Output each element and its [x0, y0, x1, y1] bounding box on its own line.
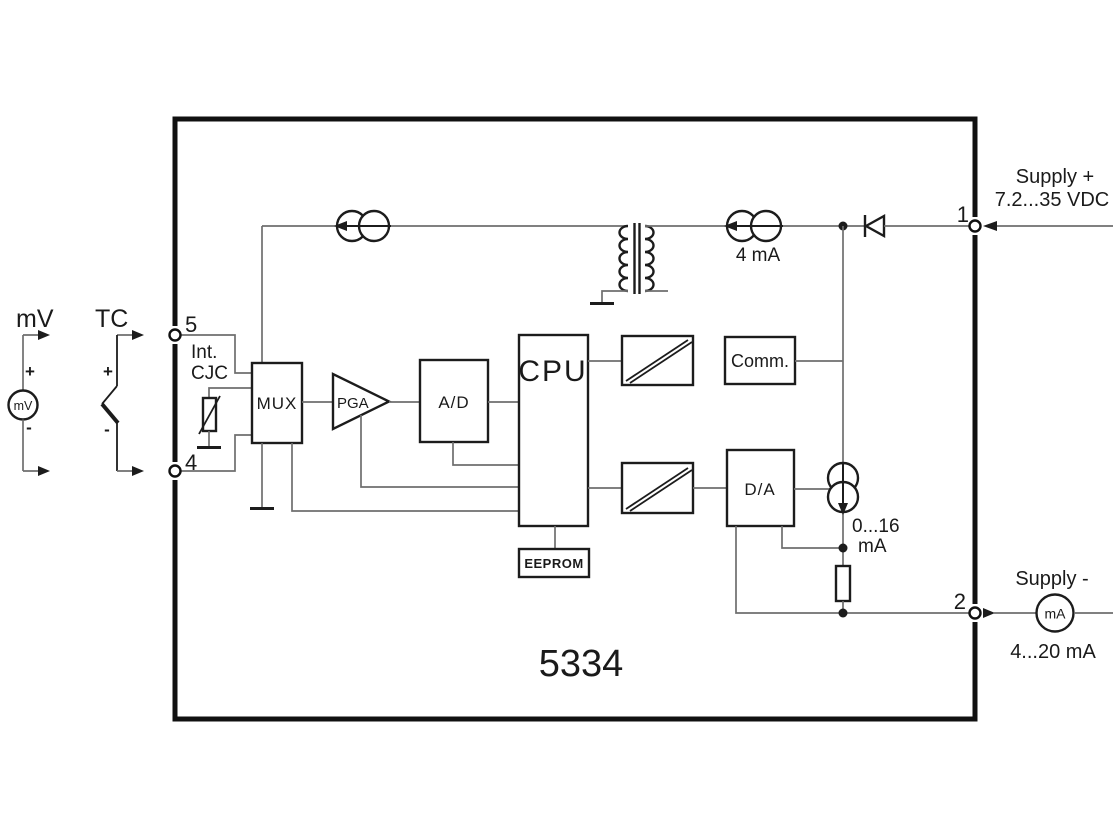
eeprom-block: [517, 547, 591, 579]
diode-triangle: [863, 213, 886, 239]
terminal-5-label: 5: [185, 312, 197, 337]
arrow-right-icon: [132, 330, 144, 340]
current-source-input-icon: [334, 209, 391, 243]
model-number: 5334: [539, 643, 624, 685]
arrow-right-icon: [38, 330, 50, 340]
terminal-5: [168, 328, 182, 342]
cjc-sensor: Int. CJC: [191, 342, 252, 449]
supply-minus-label: Supply -: [1015, 568, 1088, 590]
diode-icon: [863, 213, 886, 239]
isolator-diagonal: [629, 341, 693, 384]
arrow-right-icon: [132, 466, 144, 476]
isolation-barrier-bottom-icon: [620, 461, 695, 515]
thermocouple-junction-icon: [100, 402, 120, 425]
cpu-label: CPU: [518, 355, 587, 388]
supply-plus-range: 7.2...35 VDC: [995, 189, 1110, 211]
current-source-output-icon: [826, 461, 860, 515]
wire-cjc-to-mux: [208, 387, 252, 398]
wire-mux-control: [291, 443, 519, 512]
terminal-1: [968, 219, 982, 233]
arrow-left-icon: [983, 221, 997, 231]
arrow-right-icon: [983, 608, 995, 618]
adc-block: [418, 358, 490, 444]
comm-block: [723, 335, 797, 386]
terminal-4: [168, 464, 182, 478]
junction-dot: [838, 543, 848, 553]
supply-plus-label: Supply +: [1016, 166, 1094, 188]
dac-label: D/A: [744, 480, 775, 499]
ma-meter-label: mA: [1045, 606, 1067, 622]
transformer-icon: [590, 223, 668, 305]
isolator-diagonal: [625, 339, 689, 382]
tc-input-symbol: TC + -: [95, 305, 144, 476]
mv-minus-sign: -: [26, 418, 32, 437]
ma-meter-icon: [1035, 593, 1075, 633]
arrow-left-icon: [724, 221, 737, 231]
eeprom-label: EEPROM: [524, 556, 583, 571]
loop-current-label: 4...20 mA: [1010, 641, 1096, 663]
supply-minus-connection: Supply - mA 4...20 mA: [983, 568, 1113, 663]
terminal-2: [968, 606, 982, 620]
isolator-diagonal: [629, 469, 693, 512]
mux-label: MUX: [257, 394, 298, 413]
comm-label: Comm.: [731, 351, 789, 371]
terminal-2-label: 2: [954, 589, 966, 614]
mv-plus-sign: +: [25, 362, 35, 381]
mv-source-text: mV: [14, 399, 33, 413]
mv-input-symbol: mV + mV -: [7, 305, 54, 476]
mv-input-label: mV: [16, 305, 54, 333]
dac-range-line1: 0...16: [852, 516, 900, 537]
wire-t4-to-mux: [181, 434, 252, 472]
current-source-4ma-icon: [724, 209, 783, 243]
isolation-barrier-top-icon: [620, 334, 695, 387]
arrow-left-icon: [334, 221, 347, 231]
pga-label: PGA: [337, 395, 369, 412]
bias-current-label: 4 mA: [736, 245, 781, 266]
cpu-block: [517, 333, 590, 528]
mux-block: [250, 361, 304, 445]
tc-input-label: TC: [95, 305, 128, 333]
wire-pga-control: [360, 415, 519, 488]
tc-plus-sign: +: [103, 362, 113, 381]
cjc-label-line2: CJC: [191, 363, 228, 384]
arrow-right-icon: [38, 466, 50, 476]
cjc-sensor-diagonal: [198, 395, 221, 435]
dac-block: [725, 448, 796, 528]
transformer-primary-coil: [618, 224, 629, 293]
tc-minus-sign: -: [104, 420, 110, 439]
wire-t5-to-mux: [181, 334, 252, 374]
terminal-1-label: 1: [957, 202, 969, 227]
cjc-label-line1: Int.: [191, 342, 217, 363]
supply-plus-connection: Supply + 7.2...35 VDC: [983, 166, 1113, 231]
transformer-ground-stem: [601, 290, 628, 302]
terminal-4-label: 4: [185, 450, 197, 475]
isolator-diagonal: [625, 467, 689, 510]
wire-dac-return-to-t2: [735, 526, 969, 614]
device-border: [172, 116, 978, 722]
arrow-down-icon: [838, 503, 848, 515]
transformer-secondary-coil: [644, 224, 655, 293]
dac-range-line2: mA: [858, 536, 887, 557]
wire-adc-control: [452, 442, 519, 466]
resistor-icon: [834, 564, 852, 603]
junction-dot: [838, 608, 848, 618]
tc-junction-upper: [101, 385, 118, 405]
adc-label: A/D: [438, 393, 469, 412]
wire-dac-sense: [781, 526, 843, 549]
